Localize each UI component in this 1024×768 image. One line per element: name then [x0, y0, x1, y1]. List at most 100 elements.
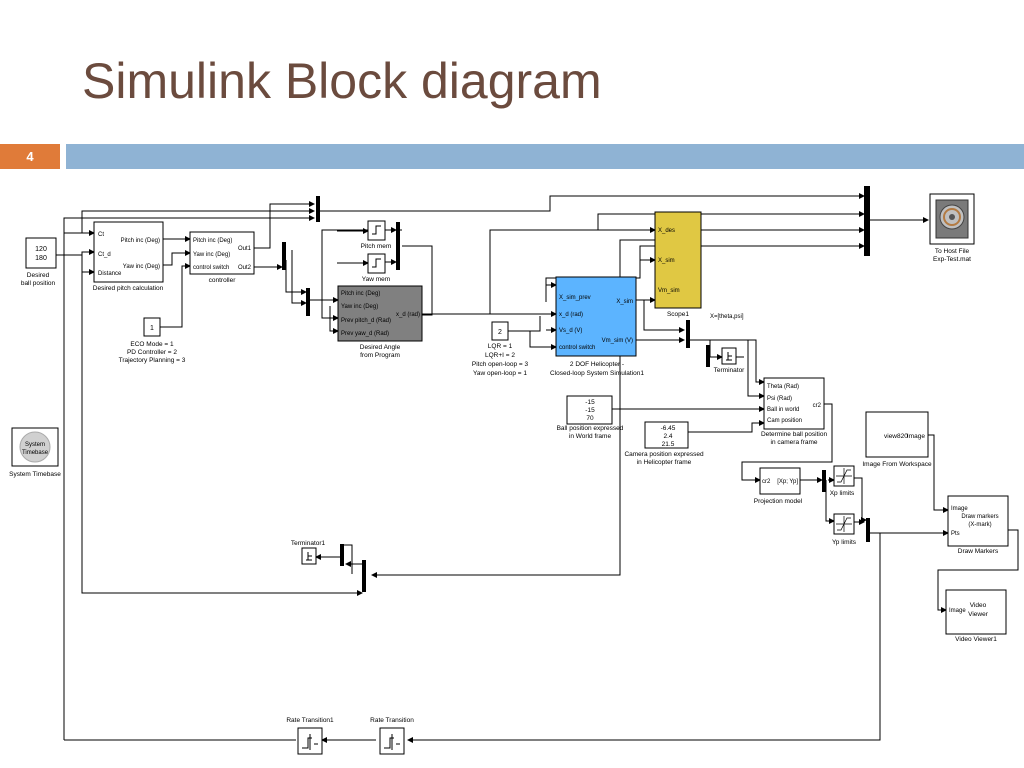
- svg-text:Pitch inc (Deg): Pitch inc (Deg): [193, 238, 232, 244]
- rate-transition-block[interactable]: Rate Transition: [370, 717, 414, 755]
- determine-ball-position-block[interactable]: Theta (Rad) Psi (Rad) Ball in world Cam …: [761, 377, 828, 446]
- terminator1-block[interactable]: Terminator1: [291, 540, 326, 565]
- svg-text:Desired Angle: Desired Angle: [360, 344, 401, 351]
- svg-text:Distance: Distance: [98, 271, 122, 277]
- scope-block[interactable]: X_des X_sim Vm_sim Scope1: [654, 211, 702, 318]
- projection-model-block[interactable]: cr2 [Xp; Yp] Projection model: [754, 467, 803, 505]
- yaw-mem-block[interactable]: Yaw mem: [362, 253, 390, 283]
- pitch-mem-block[interactable]: Pitch mem: [361, 220, 392, 250]
- svg-text:Yaw mem: Yaw mem: [362, 276, 390, 283]
- svg-text:LQR+I = 2: LQR+I = 2: [485, 352, 515, 359]
- svg-text:Ball position expressed: Ball position expressed: [557, 425, 624, 432]
- svg-text:Image: Image: [949, 608, 966, 614]
- terminator-block[interactable]: Terminator: [714, 347, 746, 374]
- svg-text:Ct: Ct: [98, 232, 104, 238]
- svg-text:x_d (rad): x_d (rad): [559, 312, 583, 318]
- svg-text:2.4: 2.4: [663, 433, 672, 440]
- svg-text:-15: -15: [585, 399, 595, 406]
- svg-text:Out1: Out1: [238, 246, 252, 252]
- svg-text:LQR = 1: LQR = 1: [488, 343, 513, 350]
- svg-text:X_sim: X_sim: [658, 258, 675, 264]
- draw-markers-block[interactable]: Image Pts Draw markers (X-mark) Draw Mar…: [947, 495, 1009, 555]
- svg-text:in World frame: in World frame: [569, 433, 612, 440]
- svg-text:Yaw inc (Deg): Yaw inc (Deg): [123, 264, 160, 270]
- svg-text:view820: view820: [884, 433, 908, 440]
- x-signal-label: X=[theta,psi]: [710, 314, 744, 320]
- svg-text:Vs_d (V): Vs_d (V): [559, 328, 582, 334]
- svg-text:Pitch inc (Deg): Pitch inc (Deg): [121, 238, 160, 244]
- svg-text:Vm_sim (V): Vm_sim (V): [602, 338, 633, 344]
- svg-text:Prev yaw_d (Rad): Prev yaw_d (Rad): [341, 331, 389, 337]
- svg-text:Ball in world: Ball in world: [767, 407, 799, 413]
- camera-position-block[interactable]: -6.45 2.4 21.5 Camera position expressed…: [624, 421, 704, 466]
- signal-lines: [56, 193, 1019, 743]
- video-viewer-block[interactable]: Image Video Viewer Video Viewer1: [945, 589, 1007, 643]
- helicopter-simulation-block[interactable]: X_sim_prev x_d (rad) Vs_d (V) control sw…: [550, 276, 644, 377]
- controller-block[interactable]: Pitch inc (Deg) Yaw inc (Deg) control sw…: [189, 231, 255, 284]
- desired-pitch-calculation-block[interactable]: Ct Ct_d Distance Pitch inc (Deg) Yaw inc…: [93, 221, 164, 292]
- xp-limits-block[interactable]: Xp limits: [830, 465, 855, 497]
- svg-text:control switch: control switch: [193, 265, 229, 271]
- svg-text:from Program: from Program: [360, 352, 400, 359]
- svg-text:cr2: cr2: [813, 403, 822, 409]
- svg-text:To Host File: To Host File: [935, 248, 970, 255]
- svg-text:x_d (rad): x_d (rad): [396, 312, 420, 318]
- svg-text:Vm_sim: Vm_sim: [658, 288, 680, 294]
- svg-text:Ct_d: Ct_d: [98, 252, 111, 258]
- simulink-diagram: 120 180 Desired ball position Ct Ct_d Di…: [9, 186, 1019, 755]
- image-from-workspace-block[interactable]: view820 Image Image From Workspace: [862, 411, 932, 468]
- svg-text:System Timebase: System Timebase: [9, 471, 61, 478]
- svg-text:[Xp; Yp]: [Xp; Yp]: [777, 479, 798, 485]
- svg-text:Yaw open-loop = 1: Yaw open-loop = 1: [473, 370, 527, 377]
- svg-text:2 DOF Helicopter -: 2 DOF Helicopter -: [570, 361, 624, 368]
- controller-mode-constant[interactable]: 1 ECO Mode = 1 PD Controller = 2 Traject…: [119, 317, 186, 364]
- svg-text:X_sim: X_sim: [616, 299, 633, 305]
- svg-text:Pitch inc (Deg): Pitch inc (Deg): [341, 291, 380, 297]
- svg-text:Rate Transition1: Rate Transition1: [286, 717, 334, 724]
- svg-text:PD Controller = 2: PD Controller = 2: [127, 349, 177, 356]
- svg-text:70: 70: [586, 415, 594, 422]
- svg-text:21.5: 21.5: [662, 441, 675, 448]
- svg-text:Out2: Out2: [238, 265, 252, 271]
- svg-text:Viewer: Viewer: [968, 611, 989, 618]
- svg-text:Image From Workspace: Image From Workspace: [862, 461, 932, 468]
- svg-text:X_sim_prev: X_sim_prev: [559, 295, 591, 301]
- ball-position-world-block[interactable]: -15 -15 70 Ball position expressed in Wo…: [557, 395, 624, 440]
- svg-text:Video Viewer1: Video Viewer1: [955, 636, 997, 643]
- svg-text:Desired: Desired: [27, 272, 50, 279]
- svg-text:Projection model: Projection model: [754, 498, 803, 505]
- svg-text:Closed-loop System Simulation1: Closed-loop System Simulation1: [550, 370, 644, 377]
- svg-text:180: 180: [35, 255, 47, 262]
- svg-text:ECO Mode = 1: ECO Mode = 1: [130, 341, 174, 348]
- svg-text:in Helicopter frame: in Helicopter frame: [637, 459, 692, 466]
- svg-text:Exp-Test.mat: Exp-Test.mat: [933, 256, 971, 263]
- svg-text:Camera position expressed: Camera position expressed: [624, 451, 704, 458]
- control-switch-constant[interactable]: 2 LQR = 1 LQR+I = 2 Pitch open-loop = 3 …: [472, 321, 529, 377]
- to-host-file-block[interactable]: To Host File Exp-Test.mat: [929, 193, 975, 263]
- svg-text:Pitch mem: Pitch mem: [361, 243, 392, 250]
- desired-angle-block[interactable]: Pitch inc (Deg) Yaw inc (Deg) Prev pitch…: [337, 285, 423, 359]
- svg-text:Pts: Pts: [951, 531, 960, 537]
- svg-text:Timebase: Timebase: [22, 450, 49, 456]
- svg-text:Image: Image: [907, 433, 925, 440]
- rate-transition1-block[interactable]: Rate Transition1: [286, 717, 334, 755]
- svg-text:120: 120: [35, 246, 47, 253]
- svg-text:1: 1: [150, 325, 154, 332]
- desired-ball-position-block[interactable]: 120 180 Desired ball position: [21, 237, 57, 287]
- svg-text:Desired pitch calculation: Desired pitch calculation: [93, 285, 164, 292]
- mux-bars: [282, 186, 870, 592]
- svg-text:-15: -15: [585, 407, 595, 414]
- system-timebase-block[interactable]: System Timebase System Timebase: [9, 427, 61, 478]
- svg-text:Draw markers: Draw markers: [961, 514, 998, 520]
- svg-text:Image: Image: [951, 506, 968, 512]
- svg-text:Video: Video: [970, 602, 987, 609]
- svg-text:ball position: ball position: [21, 280, 56, 287]
- svg-text:control switch: control switch: [559, 345, 595, 351]
- yp-limits-block[interactable]: Yp limits: [832, 513, 857, 546]
- svg-text:Cam position: Cam position: [767, 418, 802, 424]
- slide-number: 4: [0, 144, 60, 169]
- svg-text:Yaw inc (Deg): Yaw inc (Deg): [193, 252, 230, 258]
- svg-text:Yaw inc (Deg): Yaw inc (Deg): [341, 304, 378, 310]
- svg-text:Pitch open-loop = 3: Pitch open-loop = 3: [472, 361, 529, 368]
- svg-text:controller: controller: [209, 277, 237, 284]
